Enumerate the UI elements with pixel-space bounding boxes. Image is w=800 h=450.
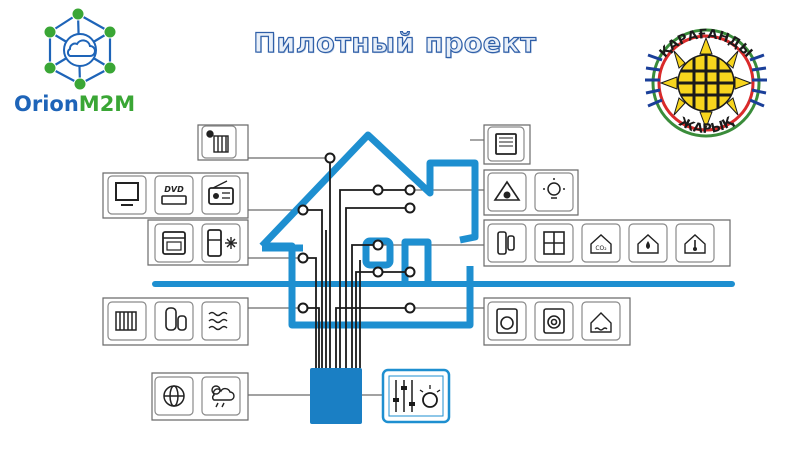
page-title: Пилотный проект <box>253 27 537 59</box>
water-boiler-icon <box>165 307 187 331</box>
humidity-icon <box>637 234 659 254</box>
co2-sensor-icon: CO₂ <box>590 234 612 254</box>
control-panel-icon <box>495 133 517 155</box>
globe-icon <box>163 385 185 407</box>
central-controller <box>310 368 362 424</box>
washing-machine-icon <box>496 308 518 334</box>
karagandy-zharyk-emblem: ҚАРАҒАНДЫ ЖАРЫҚ <box>645 25 767 141</box>
radiator-icon <box>206 130 229 153</box>
control-tablet <box>381 368 451 424</box>
orion-logo-part2: M2M <box>78 92 136 116</box>
frame-boiler-row <box>102 297 249 346</box>
thermometer-icon <box>684 234 706 254</box>
ventilation-icon <box>493 180 521 201</box>
orion-network-logo <box>43 7 117 91</box>
heating-radiator-icon <box>115 311 137 331</box>
dryer-icon <box>543 308 565 334</box>
frame-oven-fridge <box>147 219 249 266</box>
junction-nodes <box>297 152 416 314</box>
emblem-bottom-text: ЖАРЫҚ <box>676 114 736 137</box>
door-sensor-icon <box>497 231 515 255</box>
oven-icon <box>162 231 186 255</box>
heat-waves-icon <box>208 311 228 331</box>
dvd-player-icon: DVD <box>161 185 187 205</box>
fridge-icon <box>207 229 237 257</box>
heated-floor-icon <box>590 312 612 333</box>
house-outline <box>259 131 479 329</box>
frame-vent-light <box>483 169 579 216</box>
wiring <box>303 158 410 368</box>
weather-icon <box>211 385 235 408</box>
frame-weather-row <box>151 372 249 421</box>
orion-logo-text: OrionM2M <box>14 92 135 116</box>
frame-tv-dvd-radio <box>102 172 249 219</box>
radio-icon <box>208 180 234 205</box>
dvd-label: DVD <box>164 185 184 194</box>
light-bulb-icon <box>543 178 565 199</box>
orion-logo-part1: Orion <box>14 92 79 116</box>
co2-label: CO₂ <box>595 245 607 252</box>
window-icon <box>543 231 565 255</box>
frame-sensors <box>483 219 731 267</box>
frame-washer-row <box>483 297 631 346</box>
frame-panel <box>483 124 531 165</box>
frame-heater-top <box>197 124 249 161</box>
tv-icon <box>115 182 139 206</box>
